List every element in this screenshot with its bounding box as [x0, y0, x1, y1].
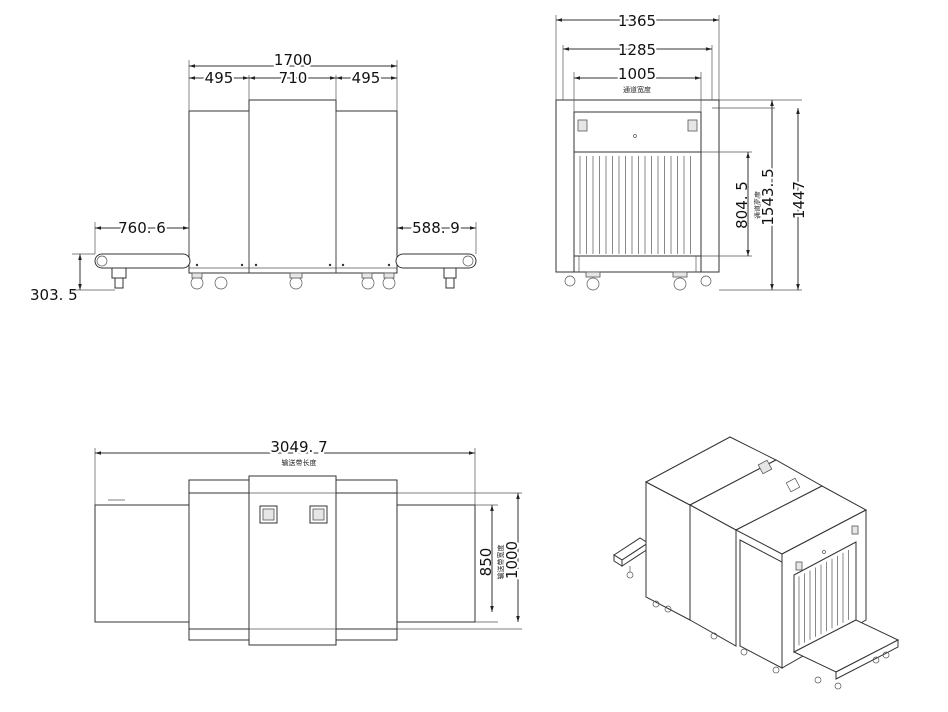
isometric-view — [613, 436, 900, 690]
note-tunnel-width: 通道宽度 — [623, 85, 651, 94]
dim-left-section: 495 — [205, 69, 234, 87]
dim-inner-height: 1543. 5 — [759, 168, 777, 225]
side-view: 1365 1285 1005 通道宽度 804. 5 通道高度 1543. 5 … — [555, 10, 810, 291]
note-tunnel-height: 通道高度 — [753, 191, 762, 219]
dim-conveyor-height: 303. 5 — [30, 286, 78, 304]
top-view: 3049. 7 输送带长度 850 输送带宽度 1000 — [94, 436, 523, 646]
dim-tunnel-width: 1005 — [618, 65, 656, 83]
note-belt-width: 输送带宽度 — [496, 545, 505, 580]
dim-center-section: 710 — [279, 69, 308, 87]
dim-right-conveyor: 588. 9 — [412, 219, 460, 237]
dim-belt-width: 850 — [477, 548, 495, 577]
tunnel-curtain — [579, 156, 691, 254]
dim-total-width: 1700 — [274, 51, 312, 69]
note-total-length: 输送带长度 — [282, 458, 317, 467]
front-view: 1700 495 710 495 760. 6 588. 9 303. 5 — [30, 49, 477, 304]
dim-total-length: 3049. 7 — [270, 438, 327, 456]
dim-overall-width: 1000 — [503, 541, 521, 579]
dim-outer-height: 1447 — [790, 181, 808, 219]
dim-inner-width: 1285 — [618, 41, 656, 59]
dim-tunnel-height: 804. 5 — [733, 181, 751, 229]
iso-tunnel-curtain — [798, 550, 849, 646]
dim-left-conveyor: 760. 6 — [118, 219, 166, 237]
dim-outer-width: 1365 — [618, 12, 656, 30]
dim-right-section: 495 — [352, 69, 381, 87]
